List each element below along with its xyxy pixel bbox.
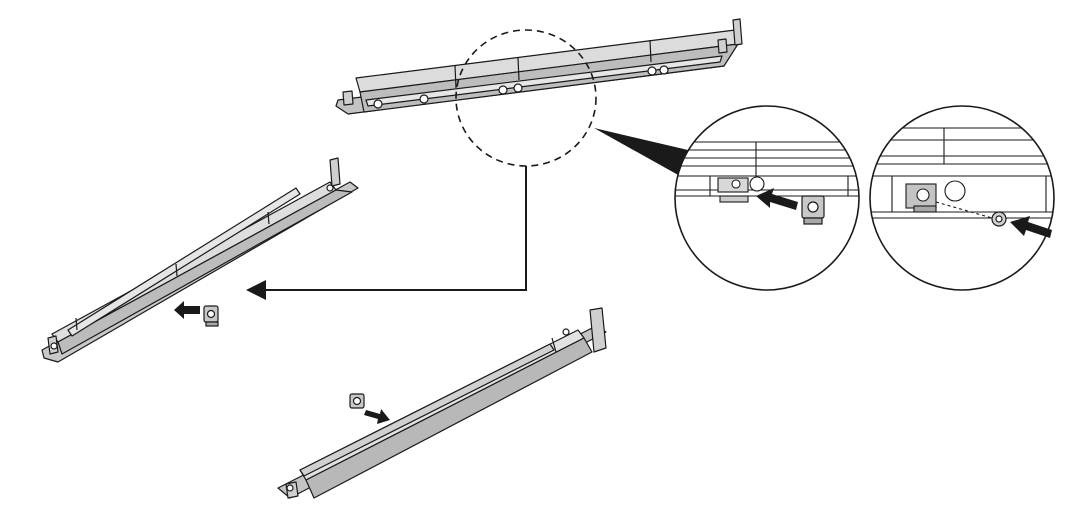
top-rail [335, 18, 743, 115]
detail-cage-nut [674, 105, 860, 291]
zoom-wedge [594, 128, 688, 176]
insert-arrow-left [174, 301, 200, 319]
left-rail [41, 157, 359, 363]
cage-nut-left [203, 305, 219, 327]
detail-2-arrow [1010, 216, 1052, 238]
detail-screw [869, 105, 1055, 291]
leader-arrow [246, 166, 527, 300]
cage-nut-bottom [349, 393, 365, 409]
detail-1-arrow [756, 188, 798, 210]
insert-arrow-bottom [364, 409, 390, 424]
bottom-rail [277, 307, 607, 499]
